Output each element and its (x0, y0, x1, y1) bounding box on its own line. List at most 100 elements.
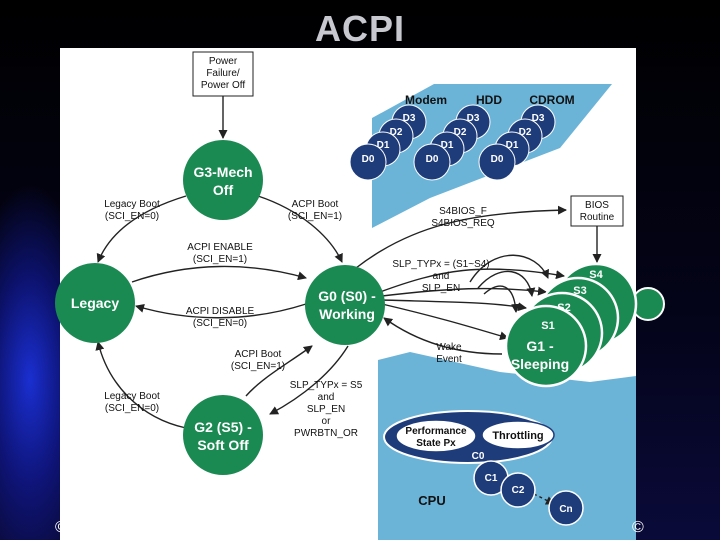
throttling-ellipse (481, 420, 555, 450)
power-failure-box (192, 51, 254, 97)
arrow-slp-loop-3 (483, 285, 520, 313)
sleep-state-stack: S4 S3 S2 S1 G1 - Sleeping (504, 262, 665, 388)
throttling-label: Throttling (492, 430, 543, 442)
cpu-section: Performance State Px Throttling C0 C1 C2… (383, 410, 584, 526)
cstate-label-c1: C1 (485, 473, 498, 484)
state-circle (183, 395, 263, 475)
arrow-g0-to-sleep-b (381, 286, 547, 297)
dstate-label: D1 (377, 140, 390, 151)
dstate-circle (349, 143, 387, 181)
dstate-label: D2 (390, 127, 403, 138)
performance-line1: Performance (405, 426, 467, 437)
power-failure-line1: Power (209, 56, 238, 67)
cstate-label-c0: C0 (472, 451, 485, 462)
dstate-label: D1 (506, 140, 519, 151)
dstate-label: D3 (403, 113, 416, 124)
slp-s5-2: and (318, 392, 335, 403)
copyright-footer: © tecCHANNEL (55, 519, 170, 536)
slp-s1s4-1: SLP_TYPx = (S1~S4) (392, 259, 489, 270)
state-legacy: Legacy (55, 263, 135, 343)
g1-line1: G1 - (526, 338, 554, 354)
sleep-state-circle-s1 (504, 304, 588, 388)
dstate-label: D0 (362, 154, 375, 165)
bios-line1: BIOS (585, 200, 609, 211)
sleep-state-label-s3: S3 (573, 285, 586, 297)
wake-event-1: Wake (436, 342, 462, 353)
bios-routine-box (570, 195, 624, 227)
arrow-g2-to-legacy (95, 341, 187, 429)
acpi-boot-bottom-2: (SCI_EN=1) (231, 361, 285, 372)
dstate-label: D3 (532, 113, 545, 124)
power-failure-line2: Failure/ (206, 68, 240, 79)
legacy-boot-top-1: Legacy Boot (104, 199, 160, 210)
s4bios-2: S4BIOS_REQ (431, 218, 495, 229)
dstate-label: D2 (519, 127, 532, 138)
state-label-line2: Working (319, 306, 375, 322)
bios-line2: Routine (580, 212, 615, 223)
state-label-line2: Off (213, 182, 234, 198)
cdrom-dstates: D3 D2 D1 D0 (478, 104, 556, 181)
dstate-label: D3 (467, 113, 480, 124)
performance-line2: State Px (416, 438, 456, 449)
arrow-g0-to-sleep-a (379, 268, 565, 293)
arrow-wake-to-g0 (383, 317, 503, 355)
device-label-modem: Modem (405, 93, 447, 107)
sleep-state-label-s4: S4 (589, 269, 603, 281)
acpi-enable-1: ACPI ENABLE (187, 242, 253, 253)
arrow-g0-to-g2 (269, 345, 349, 415)
cstate-circle-cn (548, 490, 584, 526)
dstate-label: D1 (441, 140, 454, 151)
dstate-circle (478, 143, 516, 181)
hdd-dstates: D3 D2 D1 D0 (413, 104, 491, 181)
state-label: Legacy (71, 295, 119, 311)
dstate-circle (413, 143, 451, 181)
state-g2: G2 (S5) - Soft Off (183, 395, 263, 475)
performance-state-ellipse (395, 419, 477, 453)
slp-s5-3: SLP_EN (307, 404, 345, 415)
power-failure-line3: Power Off (201, 80, 245, 91)
arrow-g0-to-sleep-d (381, 303, 509, 341)
state-circle (183, 140, 263, 220)
slp-s5-1: SLP_TYPx = S5 (290, 380, 363, 391)
acpi-enable-2: (SCI_EN=1) (193, 254, 247, 265)
acpi-boot-top-2: (SCI_EN=1) (288, 211, 342, 222)
arrow-g3-to-g0 (257, 195, 343, 263)
acpi-disable-1: ACPI DISABLE (186, 306, 255, 317)
sleep-state-label-s1: S1 (541, 320, 554, 332)
state-label-line1: G2 (S5) - (194, 419, 252, 435)
slp-s1s4-2: and (433, 271, 450, 282)
acpi-boot-bottom-1: ACPI Boot (235, 349, 282, 360)
state-label-line1: G3-Mech (193, 164, 252, 180)
device-label-hdd: HDD (476, 93, 502, 107)
s4bios-1: S4BIOS_F (439, 206, 487, 217)
wake-event-2: Event (436, 354, 462, 365)
state-g0: G0 (S0) - Working (305, 265, 385, 345)
slide-title: ACPI (314, 8, 405, 49)
acpi-boot-top-1: ACPI Boot (292, 199, 339, 210)
arrow-legacy-to-g0 (131, 265, 307, 283)
legacy-boot-bottom-1: Legacy Boot (104, 391, 160, 402)
arrow-g0-to-bios (355, 205, 567, 269)
slp-s1s4-3: SLP_EN (422, 283, 460, 294)
arrow-g2-to-g0 (245, 345, 313, 397)
state-circle (305, 265, 385, 345)
device-label-cdrom: CDROM (529, 93, 574, 107)
cstate-circle-c2 (500, 472, 536, 508)
arrow-g0-to-sleep-c (381, 299, 527, 312)
transition-labels: Legacy Boot (SCI_EN=0) ACPI Boot (SCI_EN… (104, 199, 495, 439)
cstate-label-cn: Cn (559, 504, 572, 515)
dstate-label: D2 (454, 127, 467, 138)
slp-s5-5: PWRBTN_OR (294, 428, 358, 439)
dstate-label: D0 (491, 154, 504, 165)
arrow-slp-loop-2 (477, 270, 536, 297)
arrow-slp-loop-1 (469, 254, 549, 283)
legacy-boot-top-2: (SCI_EN=0) (105, 211, 159, 222)
modem-dstates: D3 D2 D1 D0 (349, 104, 427, 181)
cstate-label-c2: C2 (512, 485, 525, 496)
state-label-line1: G0 (S0) - (318, 288, 376, 304)
state-circle (55, 263, 135, 343)
dstate-label: D0 (426, 154, 439, 165)
legacy-boot-bottom-2: (SCI_EN=0) (105, 403, 159, 414)
state-g3: G3-Mech Off (183, 140, 263, 220)
